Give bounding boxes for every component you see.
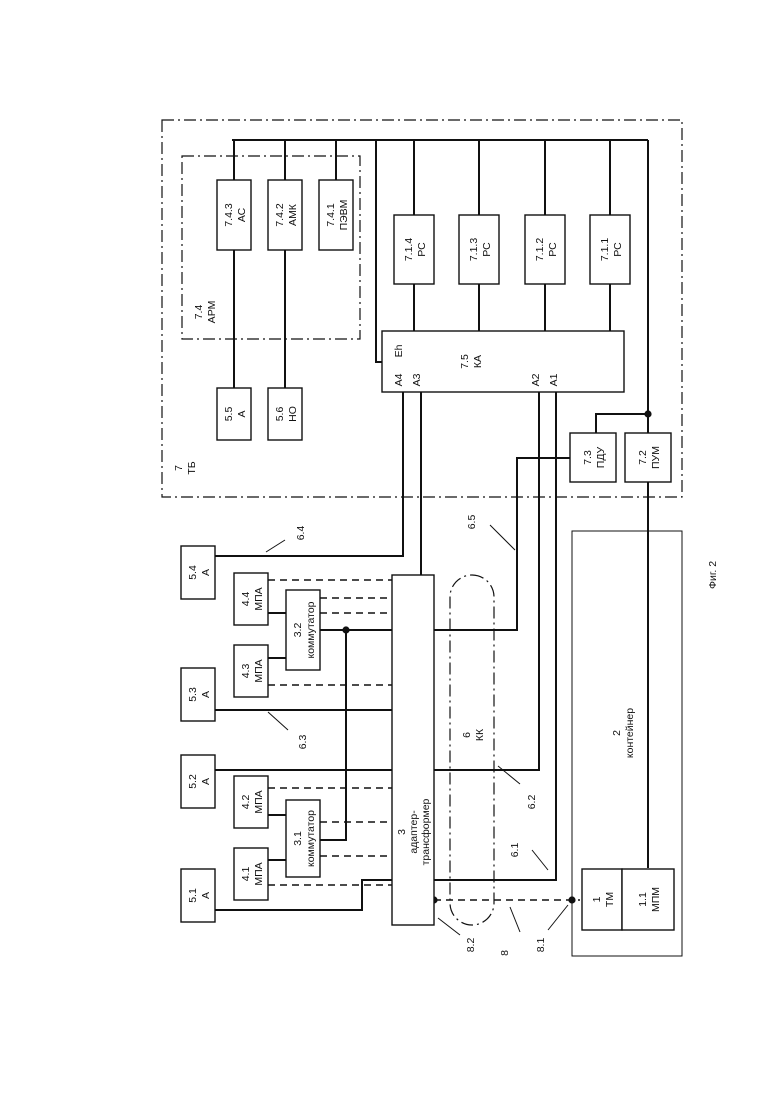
container-label: 2контейнер	[611, 708, 636, 758]
block-5-3: 5.3А	[181, 668, 215, 721]
block-7-3-pdu: 7.3ПДУ	[570, 433, 616, 482]
block-5-2: 5.2А	[181, 755, 215, 808]
line-label-8-1: 8.1	[535, 938, 547, 953]
block-7-2-pum: 7.2ПУМ	[625, 433, 671, 482]
block-4-2: 4.2МПА	[234, 776, 268, 828]
block-5-1: 5.1А	[181, 869, 215, 922]
port-a3: А3	[411, 373, 423, 386]
junction-dot	[644, 410, 651, 417]
kk-boundary	[450, 575, 494, 925]
port-a1: А1	[548, 373, 560, 386]
tb-label: 7ТБ	[173, 461, 198, 474]
block-5-4: 5.4А	[181, 546, 215, 599]
kk-label: 6КК	[461, 728, 486, 741]
block-7-1-4-rs: 7.1.4РС	[394, 215, 434, 284]
svg-text:7.4.1ПЭВМ: 7.4.1ПЭВМ	[325, 200, 350, 231]
figure-caption: Фиг. 2	[707, 561, 719, 589]
line-label-8: 8	[499, 950, 511, 956]
block-4-3: 4.3МПА	[234, 645, 268, 697]
port-eh: Eh	[393, 344, 405, 357]
line-label-8-2: 8.2	[465, 938, 477, 953]
block-3-adapter-transformer: 3адаптер-трансформер	[392, 575, 434, 925]
port-a2: А2	[530, 373, 542, 386]
block-7-4-3-as: 7.4.3АС	[217, 180, 251, 250]
block-7-4-1-pevm: 7.4.1ПЭВМ	[319, 180, 353, 250]
svg-text:7.5КА: 7.5КА	[459, 354, 484, 369]
line-label-6-5: 6.5	[466, 515, 478, 530]
block-7-1-3-rs: 7.1.3РС	[459, 215, 499, 284]
block-4-1: 4.1МПА	[234, 848, 268, 900]
line-label-6-3: 6.3	[297, 735, 309, 750]
block-5-6: 5.6НО	[268, 388, 302, 440]
junction-dot	[342, 626, 349, 633]
arm-label: 7.4АРМ	[193, 301, 218, 324]
block-3-1-commutator: 3.1коммутатор	[286, 800, 320, 877]
line-label-6-4: 6.4	[295, 526, 307, 541]
svg-text:5.6НО: 5.6НО	[274, 406, 299, 422]
block-7-4-2-amk: 7.4.2АМК	[268, 180, 302, 250]
block-7-5-ka: 7.5КА А4 А3 Eh А2 А1	[382, 331, 624, 392]
port-a4: А4	[393, 373, 405, 386]
line-label-6-2: 6.2	[526, 795, 538, 810]
block-5-5: 5.5А	[217, 388, 251, 440]
line-label-6-1: 6.1	[509, 843, 521, 858]
block-1-tm: 1ТМ	[582, 869, 622, 930]
block-7-1-2-rs: 7.1.2РС	[525, 215, 565, 284]
block-3-2-commutator: 3.2коммутатор	[286, 590, 320, 670]
block-7-1-1-rs: 7.1.1РС	[590, 215, 630, 284]
block-1-1-mpm: 1.1МПМ	[622, 869, 674, 930]
svg-text:7.4.2АМК: 7.4.2АМК	[274, 203, 299, 227]
junction-dot	[568, 896, 575, 903]
block-4-4: 4.4МПА	[234, 573, 268, 625]
